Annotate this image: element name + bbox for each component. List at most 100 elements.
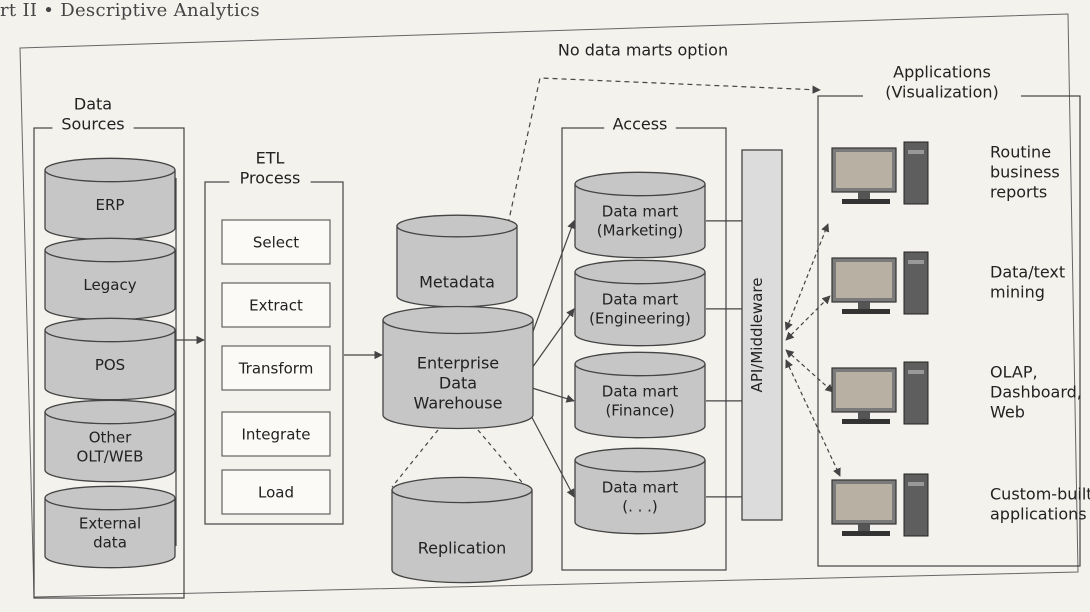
app-label-1-line: mining [990,283,1045,302]
edw-label-line: Warehouse [414,394,503,413]
source-cylinder-2-top [44,317,176,343]
app-label-3-line: Custom-built [990,485,1090,504]
edw-cylinder [382,305,534,430]
app-label-0-line: business [990,163,1060,182]
datamart-label-2-line: (Finance) [605,401,674,419]
app-computer-3-drive [908,482,924,486]
etl-frame-title-bg [229,153,311,193]
datamart-label-3-line: (. . .) [622,497,658,515]
datamart-cylinder-0 [574,171,706,259]
source-cylinder-1-top [44,237,176,263]
app-computer-2-stand [858,412,870,419]
etl-step-box-3 [221,411,331,457]
middleware-to-app-arrow-1 [785,295,831,341]
metadata-cylinder-top [396,214,518,238]
etl-frame-title-line: ETL [256,149,285,168]
source-cylinder-3 [44,399,176,483]
source-label-0: ERP [96,196,125,214]
edw-label-line: Enterprise [417,354,499,373]
app-label-0-line: reports [990,183,1047,202]
metadata-cylinder-body [396,225,518,308]
source-label-3-line: Other [89,429,132,447]
data-sources-frame-title-bg [52,99,134,139]
applications-frame-title-line: Applications [893,63,991,82]
app-computer-2-display [836,372,892,408]
edw-label-line: Data [439,374,477,393]
metadata-label: Metadata [419,273,495,292]
datamart-label-2-line: Data mart [602,383,679,401]
etl-step-box-1 [221,282,331,328]
source-label-4-line: External [79,515,141,533]
app-computer-0-stand [858,192,870,199]
app-computer-2 [831,361,929,425]
app-computer-3-display [836,484,892,520]
source-label-0-line: ERP [96,196,125,214]
etl-step-label-2: Transform [238,359,314,377]
app-computer-1-display [836,262,892,298]
replication-cylinder-top [391,476,533,504]
app-label-2-line: Web [990,403,1025,422]
app-computer-0-display [836,152,892,188]
source-cylinder-4 [44,485,176,569]
edw-to-mart-arrow-0 [527,220,576,346]
no-datamarts-arrow [507,77,821,225]
etl-step-label-4-line: Load [258,483,294,501]
datamart-cylinder-3-top [574,447,706,473]
etl-step-label-4: Load [258,483,294,501]
middleware-to-app-arrow-2 [785,349,834,393]
app-computer-2-drive [908,370,924,374]
source-cylinder-3-top [44,399,176,425]
etl-step-label-3-line: Integrate [241,425,310,443]
datamart-label-1-line: (Engineering) [589,309,691,327]
data-sources-frame-title-line: Sources [61,115,124,134]
app-label-2-line: OLAP, [990,363,1038,382]
datamart-cylinder-3 [574,447,706,535]
applications-frame-title-bg [863,67,1021,107]
access-frame-title: Access [613,115,668,134]
edw-cylinder-top [382,305,534,335]
source-label-1-line: Legacy [83,276,136,294]
app-computer-2-keyboard [842,419,890,424]
etl-step-box-4 [221,469,331,515]
no-datamarts-label: No data marts option [558,41,728,60]
datamart-label-0-line: (Marketing) [597,221,683,239]
access-frame [561,119,727,571]
applications-frame-title: Applications(Visualization) [885,63,999,102]
source-label-4-line: data [93,533,127,551]
datamart-cylinder-1-body [574,271,706,347]
app-computer-3-stand [858,524,870,531]
datamart-cylinder-2-body [574,363,706,439]
edw-cylinder-body [382,319,534,430]
datamart-cylinder-3-body [574,459,706,535]
edw-to-mart-arrow-1 [531,308,575,369]
source-cylinder-4-body [44,497,176,569]
access-frame-title-bg [604,119,676,139]
datamart-label-0: Data mart(Marketing) [597,203,683,240]
app-label-2: OLAP,Dashboard,Web [990,363,1082,422]
etl-step-label-2-line: Transform [238,359,314,377]
replication-label-line: Replication [418,539,507,558]
app-computer-3-keyboard [842,531,890,536]
etl-step-label-3: Integrate [241,425,310,443]
outer-frame [19,13,1079,598]
datamart-label-3-line: Data mart [602,479,679,497]
page-header: rt II • Descriptive Analytics [0,0,260,21]
replication-cylinder-body [391,489,533,584]
app-computer-0-keyboard [842,199,890,204]
source-label-2-line: POS [95,356,125,374]
datamart-label-0-line: Data mart [602,203,679,221]
source-cylinder-4-top [44,485,176,511]
no-datamarts-label-line: No data marts option [558,41,728,60]
data-sources-frame [33,99,185,599]
access-frame-title-line: Access [613,115,668,134]
middleware-bar [741,149,783,521]
app-computer-1-keyboard [842,309,890,314]
app-computer-3 [831,473,929,537]
app-label-2-line: Dashboard, [990,383,1082,402]
